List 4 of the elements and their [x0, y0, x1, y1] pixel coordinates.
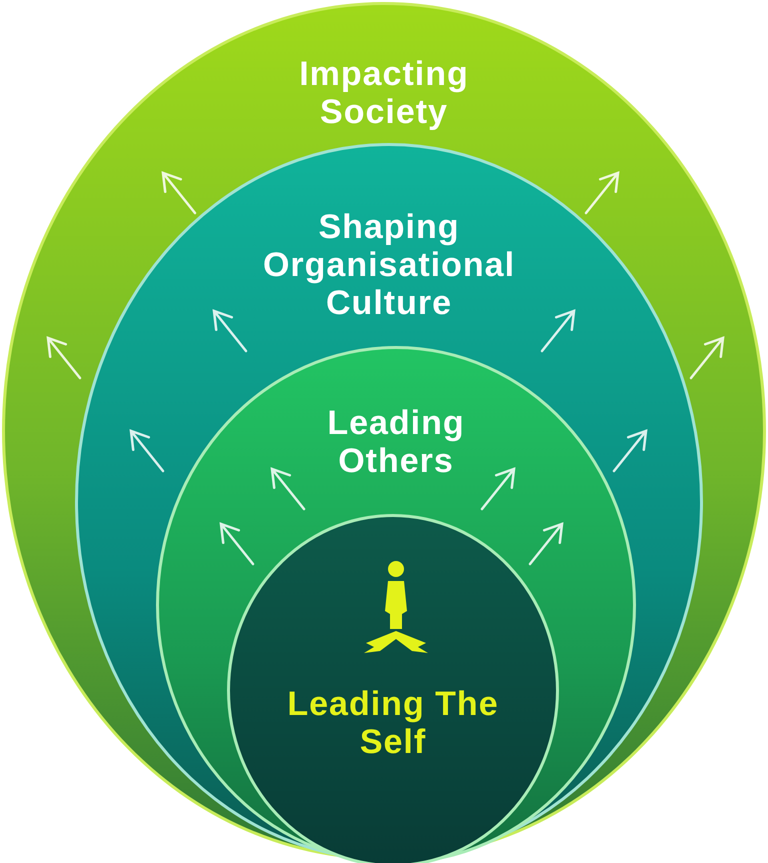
layer-label: Leading Others	[326, 404, 466, 480]
layer-label: Impacting Society	[298, 55, 470, 131]
layer-label: Shaping Organisational Culture	[262, 208, 516, 322]
layer-label: Leading The Self	[286, 685, 500, 761]
